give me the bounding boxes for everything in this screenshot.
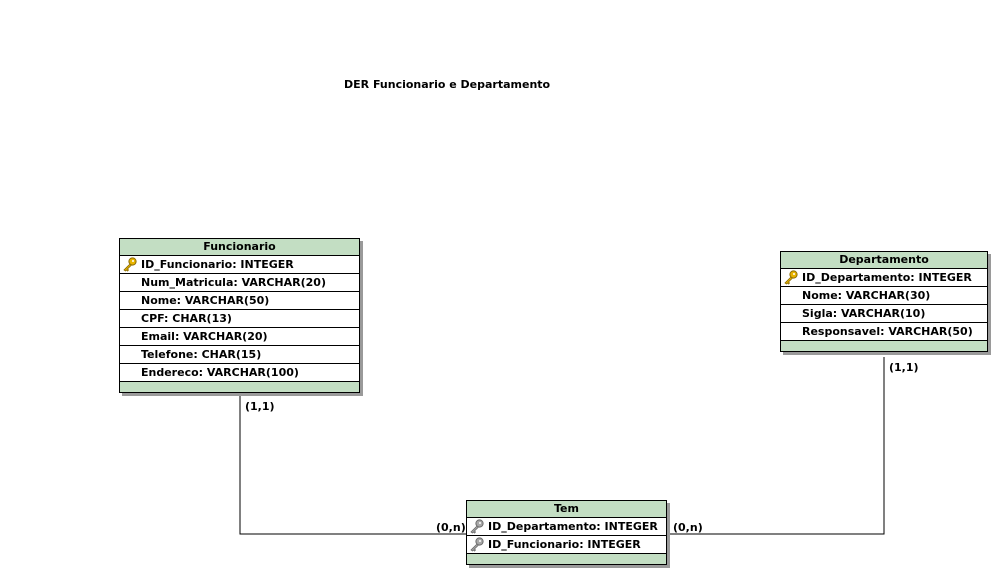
entity-footer: [781, 341, 987, 351]
cardinality-tem-left: (0,n): [436, 521, 466, 534]
foreign-key-icon: [469, 519, 485, 534]
attribute-label: Responsavel: VARCHAR(50): [802, 325, 973, 338]
attribute-row[interactable]: Responsavel: VARCHAR(50): [781, 323, 987, 341]
attribute-row[interactable]: Telefone: CHAR(15): [120, 346, 359, 364]
cardinality-tem-right: (0,n): [673, 521, 703, 534]
attribute-label: Email: VARCHAR(20): [141, 330, 268, 343]
attribute-label: Telefone: CHAR(15): [141, 348, 262, 361]
entity-footer: [120, 382, 359, 392]
entity-funcionario[interactable]: Funcionario ID_Funcionario: INTEGER Num_M…: [119, 238, 360, 393]
attribute-row[interactable]: Num_Matricula: VARCHAR(20): [120, 274, 359, 292]
attribute-row[interactable]: ID_Departamento: INTEGER: [467, 518, 666, 536]
attribute-row[interactable]: ID_Funcionario: INTEGER: [467, 536, 666, 554]
attribute-label: Num_Matricula: VARCHAR(20): [141, 276, 326, 289]
attribute-row[interactable]: ID_Departamento: INTEGER: [781, 269, 987, 287]
entity-footer: [467, 554, 666, 564]
primary-key-icon: [783, 270, 799, 285]
attribute-label: Sigla: VARCHAR(10): [802, 307, 926, 320]
diagram-title: DER Funcionario e Departamento: [344, 78, 551, 91]
attribute-label: ID_Funcionario: INTEGER: [141, 258, 294, 271]
attribute-row[interactable]: ID_Funcionario: INTEGER: [120, 256, 359, 274]
attribute-label: Endereco: VARCHAR(100): [141, 366, 299, 379]
attribute-row[interactable]: Nome: VARCHAR(50): [120, 292, 359, 310]
attribute-row[interactable]: Sigla: VARCHAR(10): [781, 305, 987, 323]
departamento-tem-line: [665, 357, 885, 535]
entity-tem[interactable]: Tem ID_Departamento: INTEGER ID_Funcionar…: [466, 500, 667, 565]
attribute-row[interactable]: Nome: VARCHAR(30): [781, 287, 987, 305]
funcionario-tem-line: [239, 396, 467, 535]
entity-header[interactable]: Funcionario: [120, 239, 359, 256]
entity-header[interactable]: Tem: [467, 501, 666, 518]
attribute-row[interactable]: Endereco: VARCHAR(100): [120, 364, 359, 382]
entity-departamento[interactable]: Departamento ID_Departamento: INTEGER Nom…: [780, 251, 988, 352]
attribute-label: Nome: VARCHAR(30): [802, 289, 931, 302]
attribute-row[interactable]: CPF: CHAR(13): [120, 310, 359, 328]
cardinality-departamento: (1,1): [889, 361, 919, 374]
foreign-key-icon: [469, 537, 485, 552]
attribute-label: CPF: CHAR(13): [141, 312, 232, 325]
attribute-label: ID_Departamento: INTEGER: [488, 520, 658, 533]
attribute-row[interactable]: Email: VARCHAR(20): [120, 328, 359, 346]
cardinality-funcionario: (1,1): [245, 400, 275, 413]
primary-key-icon: [122, 257, 138, 272]
attribute-label: ID_Funcionario: INTEGER: [488, 538, 641, 551]
attribute-label: ID_Departamento: INTEGER: [802, 271, 972, 284]
entity-header[interactable]: Departamento: [781, 252, 987, 269]
attribute-label: Nome: VARCHAR(50): [141, 294, 270, 307]
